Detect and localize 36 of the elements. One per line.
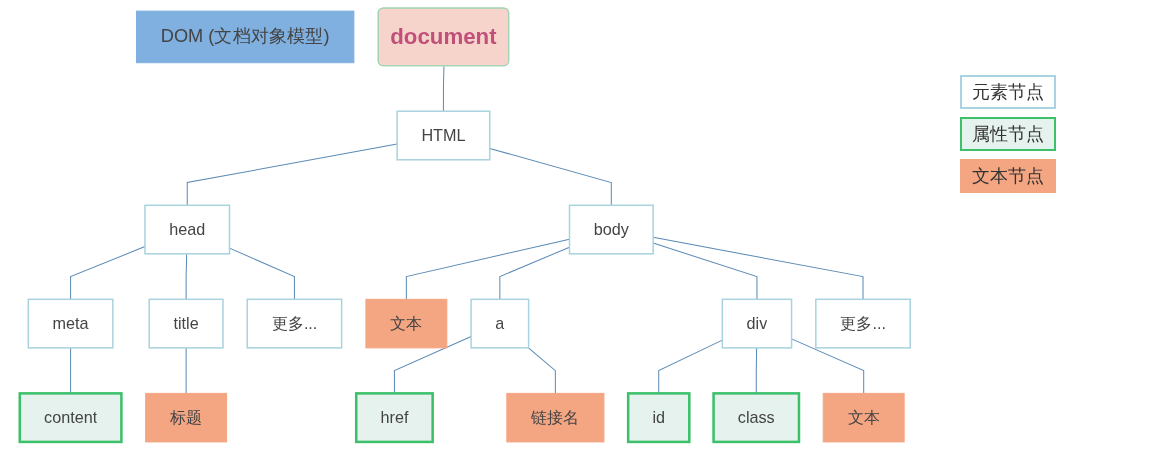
connector-line (185, 253, 188, 300)
connector-line (755, 347, 758, 394)
connector-line (229, 247, 295, 300)
node-box: 链接名 (506, 392, 605, 443)
node-box: body (568, 204, 654, 255)
legend-key: 文本节点 (960, 159, 1056, 193)
node-box: 文本 (365, 298, 448, 349)
heading-box: DOM (文档对象模型) (135, 10, 355, 64)
connector-line (405, 238, 570, 300)
node-box: class (712, 392, 801, 444)
connector-line (658, 339, 723, 394)
node-box: div (721, 298, 793, 349)
connector-line (791, 338, 865, 394)
node-box: 更多... (815, 298, 911, 349)
connector-line (442, 65, 445, 112)
connector-line (185, 347, 187, 394)
connector-line (489, 147, 612, 206)
node-box: HTML (396, 110, 491, 161)
connector-line (528, 347, 556, 394)
node-box: a (470, 298, 530, 349)
node-box: 标题 (145, 392, 228, 443)
node-box: 更多... (246, 298, 343, 349)
node-box: title (148, 298, 224, 349)
node-box: 文本 (822, 392, 905, 443)
connector-line (499, 246, 570, 300)
legend-key: 属性节点 (960, 117, 1056, 151)
node-box: href (354, 392, 434, 444)
connector-line (70, 347, 72, 394)
node-box: content (18, 392, 123, 444)
node-box: meta (27, 298, 114, 349)
connector-line (393, 335, 472, 394)
node-box: head (144, 204, 231, 255)
node-box: id (626, 392, 691, 444)
connector-line (186, 143, 398, 206)
legend-key: 元素节点 (960, 75, 1056, 109)
rounded-box: document (377, 7, 510, 67)
